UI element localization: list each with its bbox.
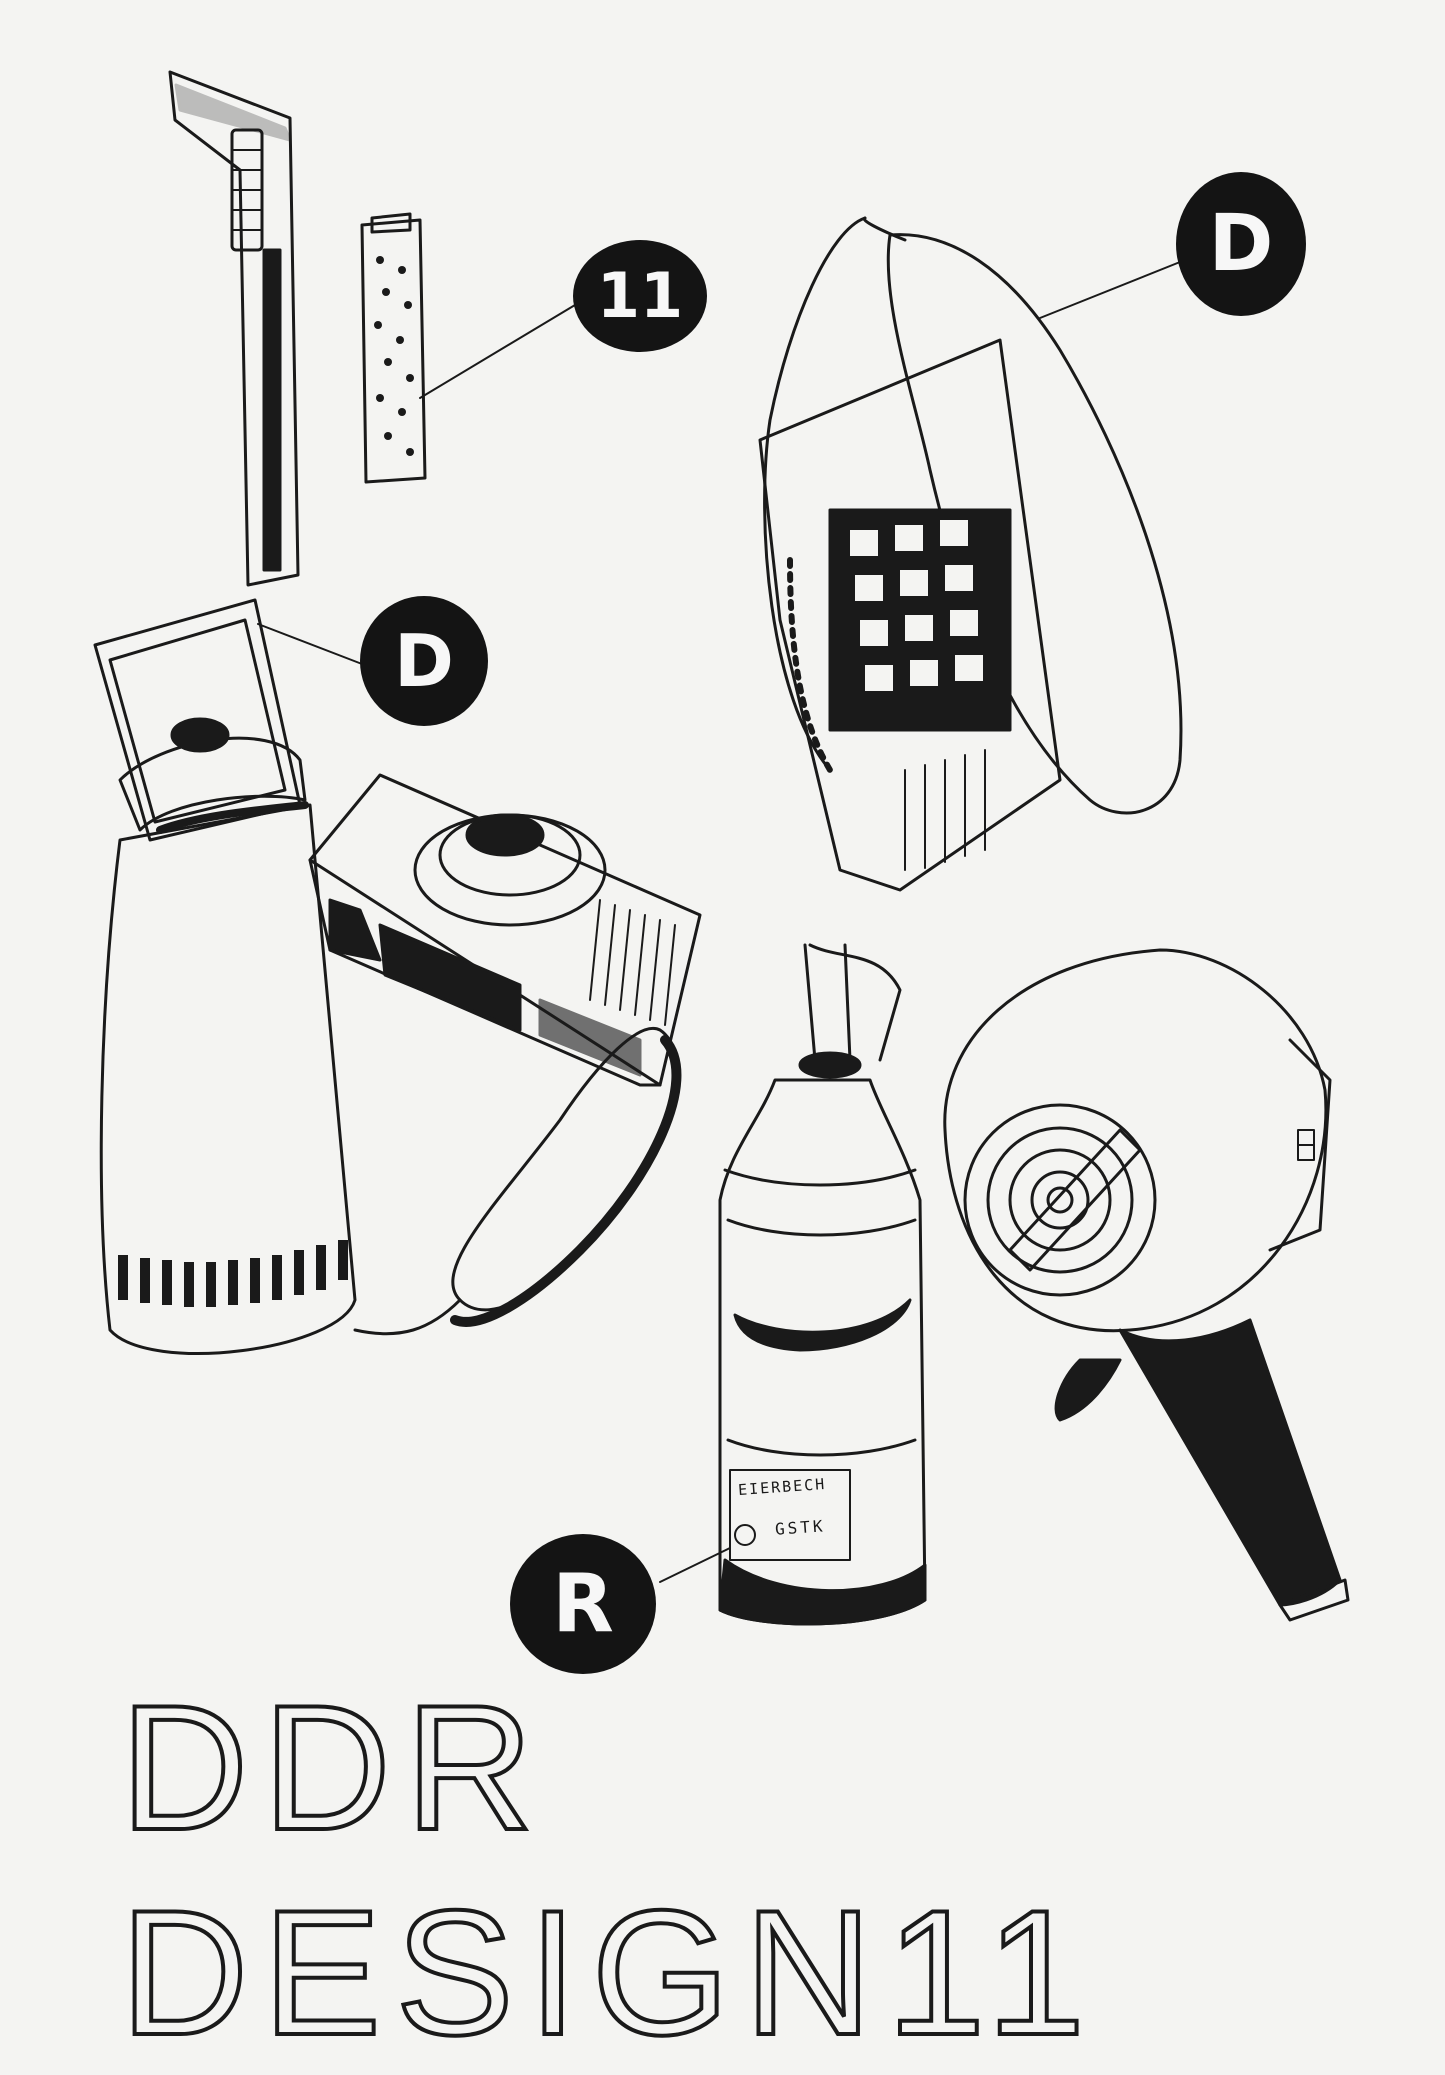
poster-title: DDR DESIGN11 [118, 1666, 1340, 2074]
badge-d-thermos: D [360, 596, 488, 726]
connector-lines [257, 261, 1181, 1583]
toothbrush-drawing [168, 70, 300, 587]
hand-vacuum-drawing [943, 948, 1350, 1622]
thermos-drawing [93, 598, 462, 1355]
camera-drawing [308, 773, 702, 1327]
badge-r-bottle: R [510, 1534, 656, 1674]
badge-d-telephone: D [1176, 172, 1306, 316]
telephone-drawing [758, 216, 1183, 892]
egg-bottle-drawing [718, 943, 927, 1626]
poster-title-text: DDR DESIGN11 [118, 1666, 1100, 2074]
dotted-tube-drawing [360, 212, 427, 484]
badge-eleven: 11 [573, 240, 707, 352]
bottle-label-line2: GSTK [774, 1516, 827, 1539]
